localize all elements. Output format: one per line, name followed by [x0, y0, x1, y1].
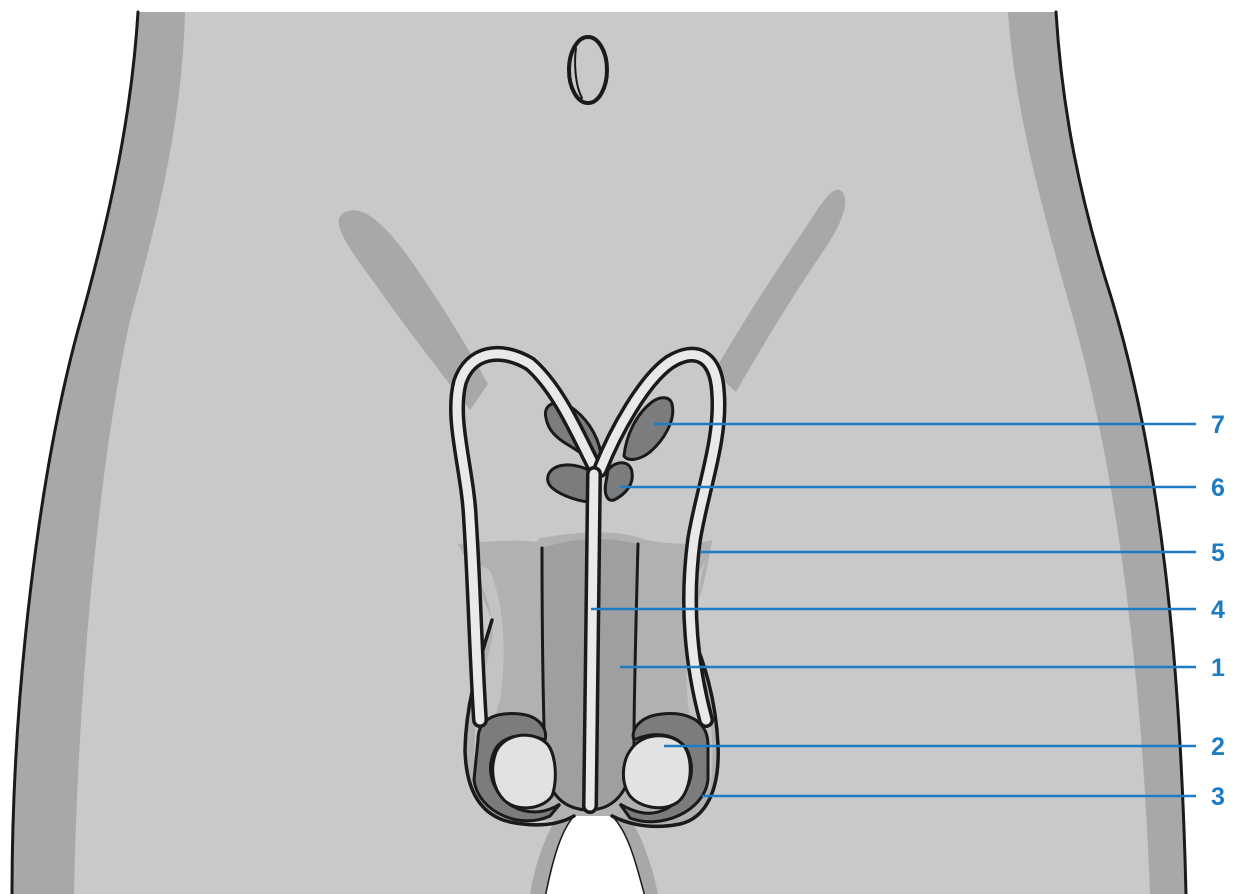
- callout-label-3: 3: [1211, 783, 1225, 811]
- urethra: [590, 474, 594, 806]
- callout-label-5: 5: [1211, 539, 1225, 567]
- callout-label-1: 1: [1211, 654, 1225, 682]
- urethra-fill: [590, 474, 594, 806]
- left-testicle: [493, 735, 556, 808]
- callout-label-7: 7: [1211, 411, 1225, 439]
- callout-label-4: 4: [1211, 596, 1225, 624]
- callout-label-6: 6: [1211, 474, 1225, 502]
- callout-label-2: 2: [1211, 733, 1225, 761]
- navel: [569, 37, 607, 103]
